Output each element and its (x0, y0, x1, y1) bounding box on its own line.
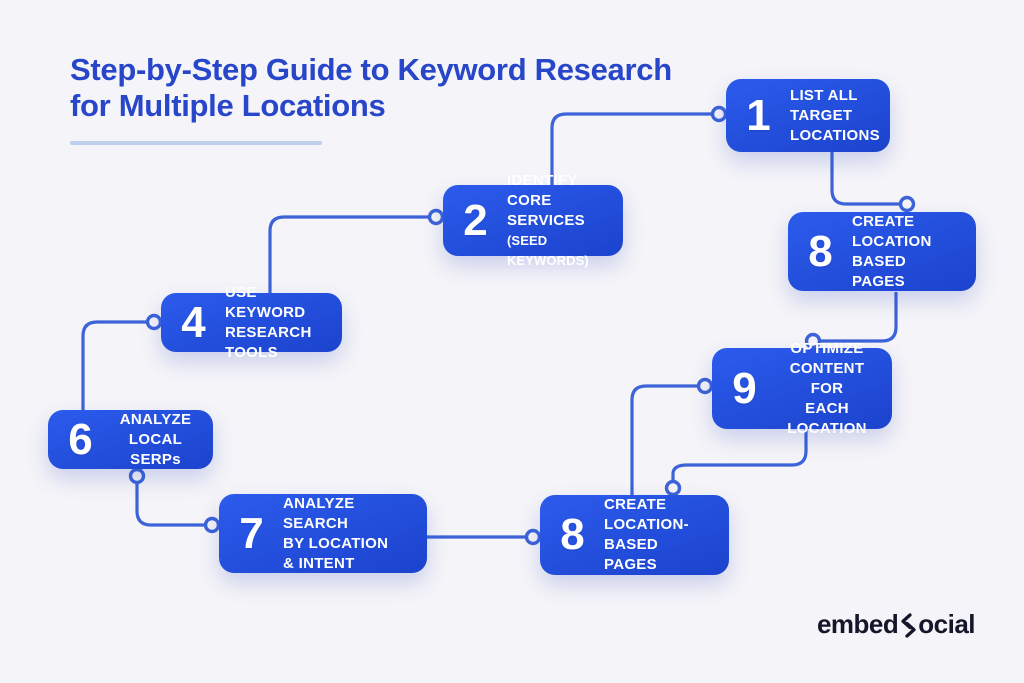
connector-6-to-4 (81, 320, 146, 410)
title-underline-divider (70, 141, 322, 145)
step-number: 8 (808, 226, 832, 276)
step-label-line: CREATE (852, 212, 915, 230)
step-label-line: SERVICES (507, 211, 585, 229)
step-box-9-optimize-content-for-each-location: 9 OPTIMIZE CONTENT FOR EACH LOCATION (712, 340, 892, 437)
step-label-line: CREATE (604, 496, 667, 513)
step-label-line: LOCATION (852, 232, 932, 250)
step-label-line: RESEARCH TOOLS (225, 323, 312, 361)
connector-ring (898, 195, 916, 213)
step-box-6-analyze-local-serps: 6 ANALYZE LOCAL SERPs (48, 410, 213, 469)
step-label-line: PAGES (604, 556, 657, 573)
step-number: 2 (463, 195, 487, 245)
step-label-line: IDENTIFY CORE (507, 171, 578, 209)
step-label-line: LOCATION-BASED (604, 516, 689, 553)
step-label: CREATE LOCATION BASED PAGES (852, 212, 962, 292)
logo-text-suffix: ocial (918, 608, 975, 639)
step-label: LIST ALL TARGET LOCATIONS (790, 86, 880, 146)
step-box-4-use-keyword-research-tools: 4 USE KEYWORD RESEARCH TOOLS (161, 284, 342, 361)
step-label-line: EACH LOCATION (787, 399, 867, 437)
logo-text-prefix: embed (816, 608, 899, 639)
step-label-line: BY LOCATION (283, 534, 389, 552)
connector-9-to-8b (671, 429, 808, 481)
step-label-line: LOCATIONS (790, 126, 880, 144)
connector-ring (145, 313, 163, 331)
connector-8a-to-9 (821, 292, 898, 343)
step-label: ANALYZE LOCAL SERPs (112, 410, 199, 470)
connector-8b-to-9 (630, 384, 697, 495)
connector-ring (203, 516, 221, 534)
step-label-line: LOCAL SERPs (128, 430, 183, 468)
connector-1-to-8a (830, 152, 899, 206)
step-label: OPTIMIZE CONTENT FOR EACH LOCATION (776, 339, 878, 439)
page-title-line-1: Step-by-Step Guide to Keyword Research (70, 52, 672, 87)
page-title-line-2: for Multiple Locations (70, 88, 386, 123)
step-number: 1 (746, 90, 770, 140)
connector-ring (128, 467, 146, 485)
connector-ring (524, 528, 542, 546)
step-label-line: ANALYZE SEARCH (283, 494, 355, 532)
connector-ring (710, 105, 728, 123)
step-label-line: LIST ALL (790, 86, 858, 104)
step-label: ANALYZE SEARCH BY LOCATION & INTENT (283, 494, 413, 574)
connector-ring (696, 377, 714, 395)
logo-s-chevrons-icon (899, 612, 918, 638)
step-label-line: USE KEYWORD (225, 283, 306, 321)
step-label-line: & INTENT (283, 554, 355, 572)
connector-6-to-7 (135, 483, 204, 527)
step-number: 6 (68, 414, 92, 464)
step-box-8-create-location-based-pages-bottom: 8 CREATE LOCATION-BASED PAGES (540, 495, 729, 575)
step-number: 7 (239, 508, 263, 558)
step-label-line: OPTIMIZE (790, 339, 864, 357)
connector-2-to-1 (550, 112, 711, 185)
step-box-2-identify-core-services: 2 IDENTIFY CORE SERVICES (SEED KEYWORDS) (443, 172, 623, 268)
connector-ring (804, 332, 822, 350)
step-box-1-list-all-target-locations: 1 LIST ALL TARGET LOCATIONS (726, 79, 890, 152)
step-number: 4 (181, 297, 205, 347)
step-label-line: (SEED KEYWORDS) (507, 232, 589, 268)
page-title: Step-by-Step Guide to Keyword Research f… (70, 52, 710, 124)
step-label: CREATE LOCATION-BASED PAGES (604, 495, 715, 575)
embedsocial-logo: embed ocial (816, 608, 976, 639)
connector-4-to-2 (268, 215, 428, 293)
step-label-line: ANALYZE (119, 410, 192, 428)
step-label: USE KEYWORD RESEARCH TOOLS (225, 283, 328, 363)
step-number: 9 (732, 363, 756, 413)
step-label-line: TARGET (790, 106, 853, 124)
step-box-8-create-location-based-pages-top: 8 CREATE LOCATION BASED PAGES (788, 212, 976, 291)
step-label: IDENTIFY CORE SERVICES (SEED KEYWORDS) (507, 171, 609, 271)
connector-ring (664, 479, 682, 497)
step-box-7-analyze-search-by-location-intent: 7 ANALYZE SEARCH BY LOCATION & INTENT (219, 494, 427, 573)
step-number: 8 (560, 510, 584, 560)
step-label-line: CONTENT FOR (789, 359, 865, 397)
connector-ring (427, 208, 445, 226)
step-label-line: BASED PAGES (852, 252, 907, 290)
